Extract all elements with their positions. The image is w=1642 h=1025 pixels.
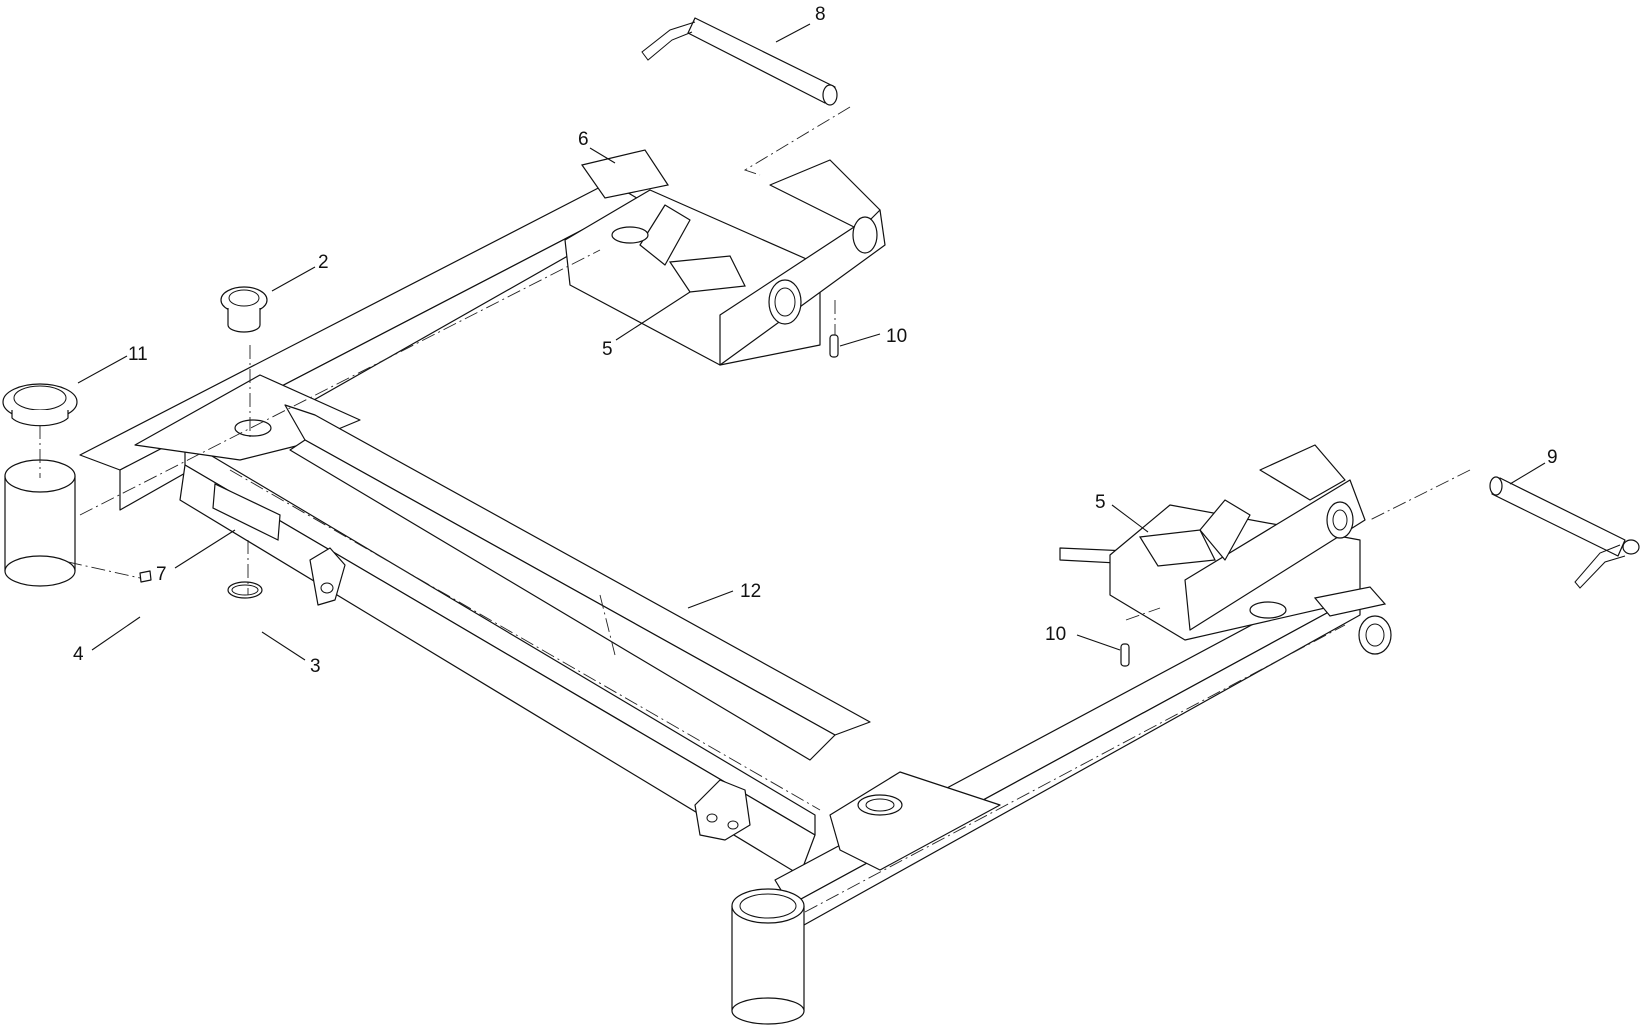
rail-bracket-left <box>309 547 346 606</box>
diagonal-brace <box>284 404 871 736</box>
decal-5-upper <box>668 255 746 293</box>
hitch-pin-9 <box>1489 476 1640 589</box>
callout-10-upper: 10 <box>886 326 907 347</box>
hitch-mount-upper <box>564 149 886 366</box>
callout-8: 8 <box>815 4 826 25</box>
hitch-pin-8 <box>641 17 838 106</box>
callout-labels: 8 6 2 11 5 10 9 5 7 12 10 4 3 <box>73 4 1558 677</box>
hitch-mount-lower <box>1109 444 1387 641</box>
callout-4: 4 <box>73 644 84 665</box>
roll-pin-10-lower <box>1120 643 1130 667</box>
callout-5-upper: 5 <box>602 339 613 360</box>
rail-bracket-middle <box>694 779 751 841</box>
callout-7: 7 <box>156 564 167 585</box>
callout-6: 6 <box>578 129 589 150</box>
callout-12: 12 <box>740 581 761 602</box>
callout-3: 3 <box>310 656 321 677</box>
leader-lines <box>77 23 1546 661</box>
bushing-11 <box>2 383 78 427</box>
assembly-center-lines <box>39 106 1471 913</box>
bushing-2 <box>220 286 268 333</box>
decal-7 <box>212 483 281 541</box>
decal-5-lower <box>1138 529 1216 567</box>
decal-6 <box>581 149 669 199</box>
callout-10-lower: 10 <box>1045 624 1066 645</box>
callout-9: 9 <box>1547 447 1558 468</box>
callout-5-lower: 5 <box>1095 492 1106 513</box>
caster-tube-front <box>731 888 805 1025</box>
callout-11: 11 <box>128 344 148 365</box>
screw-4 <box>139 570 152 583</box>
caster-tube-left <box>4 459 76 587</box>
retaining-ring-3 <box>227 581 263 599</box>
callout-2: 2 <box>318 252 329 273</box>
roll-pin-10-upper <box>829 334 839 358</box>
decal-lower-right <box>1313 586 1387 617</box>
